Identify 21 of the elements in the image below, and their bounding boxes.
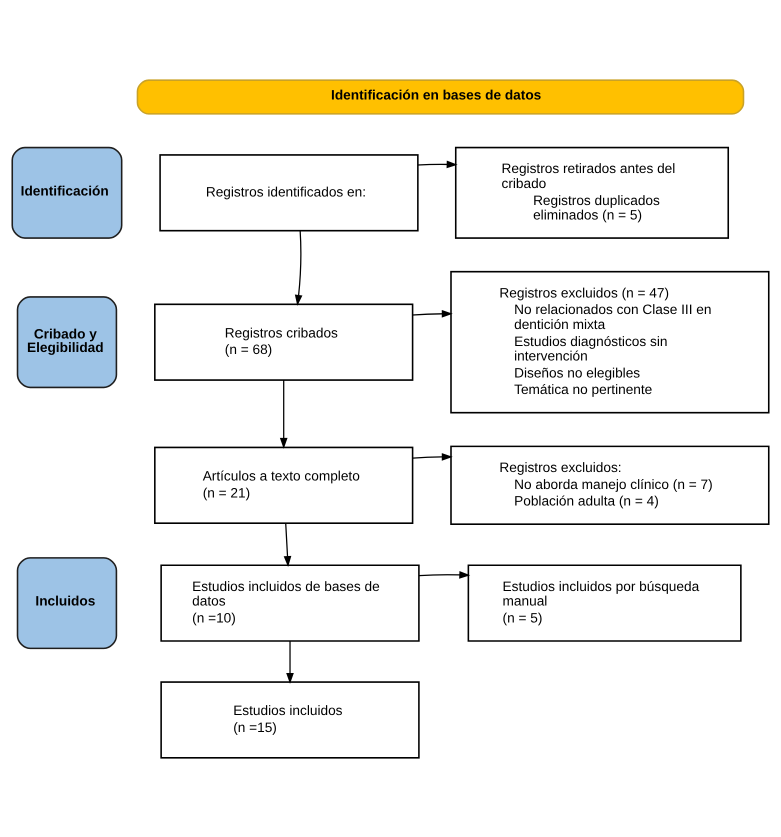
node-box: Estudios incluidos de bases de datos (n =10) xyxy=(160,564,420,642)
node-box: Registros identificados en: xyxy=(159,154,419,231)
arrow xyxy=(412,452,453,460)
arrow xyxy=(286,640,294,684)
node-box: Registros excluidos: No aborda manejo clínico (n = 7) Población adulta (n = 4) xyxy=(450,445,770,524)
node-box: Cribado y Elegibilidad xyxy=(16,296,118,388)
node-box: Registros retirados antes del cribado Registros duplicados eliminados (n = 5) xyxy=(454,146,730,238)
node-box: Registros excluidos (n = 47) No relacionados con Clase III en dentición mixta Estudios diagnósticos sin intervención Diseños no elegibles Temática no pertinente xyxy=(450,270,770,413)
node-box: Registros cribados (n = 68) xyxy=(154,303,414,380)
node-box: Estudios incluidos (n =15) xyxy=(160,680,420,758)
node-box: Incluidos xyxy=(16,556,118,649)
node-box: Estudios incluidos por búsqueda manual (n = 5) xyxy=(468,564,742,642)
arrow xyxy=(419,570,470,578)
arrow xyxy=(412,309,453,318)
arrow xyxy=(280,380,288,448)
arrow xyxy=(294,230,302,306)
arrow xyxy=(284,522,292,566)
node-box: Identificación xyxy=(11,146,122,238)
node-box: Artículos a texto completo (n = 21) xyxy=(154,446,414,524)
arrow xyxy=(418,160,458,168)
node-box: Identificación en bases de datos xyxy=(136,78,744,114)
